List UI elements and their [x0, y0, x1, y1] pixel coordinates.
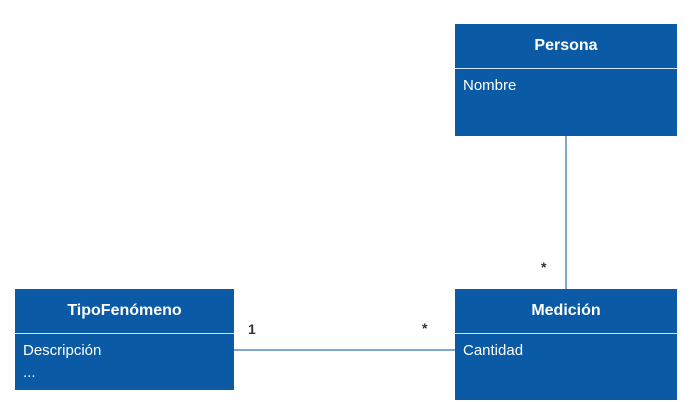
class-name-medicion: Medición [455, 289, 677, 334]
class-box-medicion[interactable]: Medición Cantidad [455, 289, 677, 400]
multiplicity-medicion-persona-end: * [541, 259, 547, 275]
class-attributes-persona: Nombre [455, 69, 677, 103]
attribute-descripcion: Descripción [23, 342, 102, 359]
class-box-tipo-fenomeno[interactable]: TipoFenómeno Descripción ... [15, 289, 234, 390]
association-line-tipo-medicion [234, 349, 455, 351]
class-name-persona: Persona [455, 24, 677, 69]
class-name-tipo-fenomeno: TipoFenómeno [15, 289, 234, 334]
attribute-ellipsis: ... [23, 364, 36, 381]
multiplicity-tipo-fenomeno-end: 1 [248, 321, 256, 337]
attribute-cantidad: Cantidad [463, 342, 524, 359]
class-attributes-tipo-fenomeno: Descripción ... [15, 334, 234, 390]
attribute-nombre: Nombre [463, 77, 517, 94]
association-line-persona-medicion [565, 136, 567, 289]
multiplicity-medicion-tipo-end: * [422, 320, 428, 336]
class-attributes-medicion: Cantidad [455, 334, 677, 368]
class-box-persona[interactable]: Persona Nombre [455, 24, 677, 136]
